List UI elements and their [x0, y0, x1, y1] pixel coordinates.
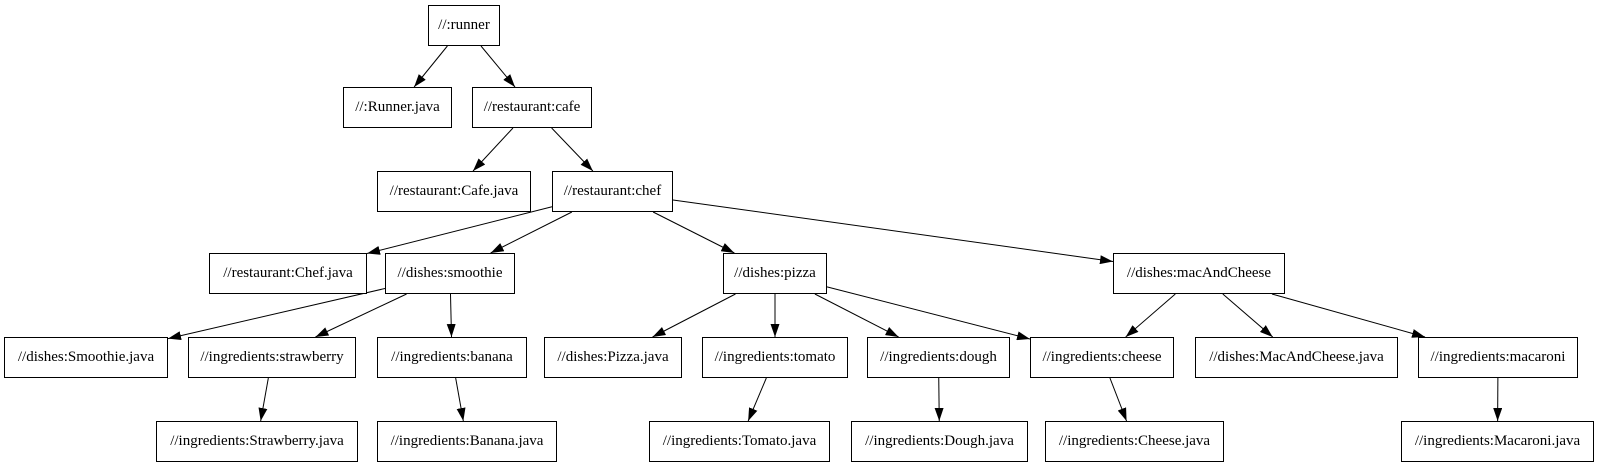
graph-node-chef_java: //restaurant:Chef.java [209, 253, 367, 294]
graph-edge-chef-pizza [652, 211, 735, 254]
graph-edge-macandcheese-macaroni [1271, 293, 1426, 338]
graph-edge-runner-runner_java [413, 45, 448, 88]
graph-node-dough: //ingredients:dough [867, 337, 1010, 378]
graph-edge-dough-dough_java [934, 377, 944, 422]
graph-node-banana: //ingredients:banana [377, 337, 527, 378]
graph-node-macaroni_java: //ingredients:Macaroni.java [1401, 421, 1594, 462]
graph-edge-smoothie-banana [446, 293, 456, 338]
graph-node-banana_java: //ingredients:Banana.java [377, 421, 557, 462]
graph-node-macandcheese_java: //dishes:MacAndCheese.java [1195, 337, 1398, 378]
graph-edge-pizza-cheese [826, 286, 1031, 341]
graph-edge-chef-chef_java [366, 206, 553, 255]
graph-node-cafe_java: //restaurant:Cafe.java [377, 171, 531, 212]
graph-edge-cheese-cheese_java [1109, 377, 1128, 422]
graph-edge-tomato-tomato_java [747, 377, 767, 422]
graph-node-strawberry: //ingredients:strawberry [188, 337, 356, 378]
graph-node-cheese_java: //ingredients:Cheese.java [1045, 421, 1224, 462]
graph-node-pizza: //dishes:pizza [723, 253, 827, 294]
graph-edge-pizza-pizza_java [652, 293, 736, 338]
graph-node-tomato_java: //ingredients:Tomato.java [649, 421, 830, 462]
graph-edge-cafe-chef [551, 127, 594, 172]
graph-node-strawberry_java: //ingredients:Strawberry.java [156, 421, 358, 462]
graph-node-runner: //:runner [428, 5, 500, 46]
graph-edge-macandcheese-macandcheese_java [1222, 293, 1274, 338]
graph-edge-runner-cafe [480, 45, 516, 88]
graph-edge-smoothie-strawberry [315, 293, 407, 338]
graph-node-smoothie: //dishes:smoothie [385, 253, 515, 294]
graph-node-tomato: //ingredients:tomato [702, 337, 848, 378]
graph-node-pizza_java: //dishes:Pizza.java [544, 337, 682, 378]
graph-edge-smoothie-smoothie_java [167, 288, 386, 341]
graph-edge-chef-macandcheese [672, 199, 1114, 265]
graph-node-cafe: //restaurant:cafe [472, 87, 592, 128]
graph-node-smoothie_java: //dishes:Smoothie.java [4, 337, 168, 378]
graph-node-macandcheese: //dishes:macAndCheese [1113, 253, 1285, 294]
graph-edge-pizza-dough [814, 293, 899, 338]
graph-edge-banana-banana_java [455, 377, 466, 422]
graph-edge-strawberry-strawberry_java [258, 377, 269, 422]
graph-node-cheese: //ingredients:cheese [1030, 337, 1174, 378]
graph-edge-macandcheese-cheese [1125, 293, 1176, 338]
graph-edge-chef-smoothie [490, 211, 573, 254]
graph-edge-cafe-cafe_java [472, 127, 514, 172]
graph-node-dough_java: //ingredients:Dough.java [851, 421, 1028, 462]
graph-node-runner_java: //:Runner.java [343, 87, 452, 128]
graph-node-macaroni: //ingredients:macaroni [1418, 337, 1578, 378]
graph-node-chef: //restaurant:chef [552, 171, 673, 212]
